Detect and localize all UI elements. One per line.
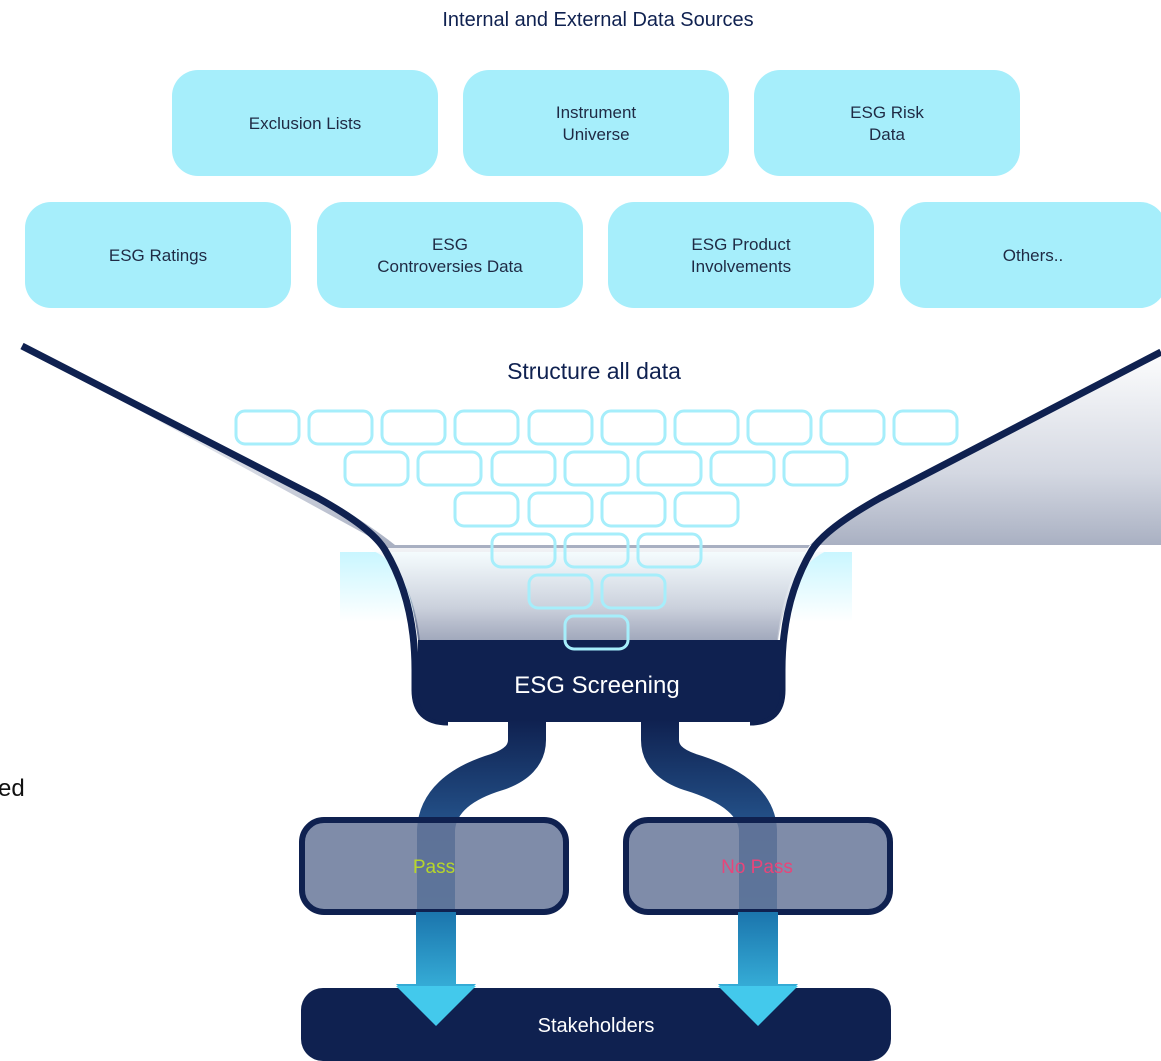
data-brick — [600, 491, 667, 528]
data-brick — [234, 409, 301, 446]
data-brick — [782, 450, 849, 487]
data-brick — [636, 532, 703, 569]
screening-box — [418, 640, 780, 722]
pipe-right — [641, 720, 777, 930]
source-label: ESG Product — [691, 235, 790, 254]
funnel-left-edge — [20, 342, 449, 726]
data-brick — [453, 409, 520, 446]
sources-header: Internal and External Data Sources — [442, 9, 753, 31]
data-brick — [380, 409, 447, 446]
data-brick — [307, 409, 374, 446]
source-box: ESG Ratings — [25, 202, 291, 308]
funnel-right-edge — [749, 348, 1161, 726]
source-label: Controversies Data — [377, 257, 523, 276]
source-label: Exclusion Lists — [249, 114, 361, 133]
data-brick — [490, 532, 557, 569]
arrow-left-tip — [396, 986, 476, 1026]
pass-label: Pass — [413, 857, 455, 878]
data-brick — [343, 450, 410, 487]
source-box: Exclusion Lists — [172, 70, 438, 176]
source-box-bg — [25, 202, 291, 308]
source-label: Data — [869, 125, 905, 144]
source-box-bg — [900, 202, 1161, 308]
source-label: Universe — [562, 125, 629, 144]
data-brick — [636, 450, 703, 487]
data-brick — [453, 491, 520, 528]
source-box: Others.. — [900, 202, 1161, 308]
source-label: Others.. — [1003, 246, 1063, 265]
data-brick — [416, 450, 483, 487]
data-bricks — [234, 409, 959, 651]
source-box: ESG Controversies Data — [317, 202, 583, 308]
data-brick — [746, 409, 813, 446]
no-pass-label: No Pass — [721, 857, 793, 878]
stakeholders-label: Stakeholders — [538, 1015, 655, 1037]
source-box-bg — [608, 202, 874, 308]
data-brick — [600, 409, 667, 446]
source-label: ESG Ratings — [109, 246, 207, 265]
data-brick — [490, 450, 557, 487]
sources-row-2: ESG Ratings ESG Controversies Data ESG Prod… — [25, 202, 1161, 308]
data-brick — [527, 573, 594, 610]
source-box-bg — [317, 202, 583, 308]
data-brick — [600, 573, 667, 610]
data-brick — [563, 614, 630, 651]
arrow-right-tip — [718, 986, 798, 1026]
data-brick — [892, 409, 959, 446]
source-label: Instrument — [556, 103, 637, 122]
source-label: ESG — [432, 235, 468, 254]
cut-off-text: ed — [0, 775, 25, 802]
source-box-bg — [172, 70, 438, 176]
data-brick — [673, 491, 740, 528]
data-brick — [527, 491, 594, 528]
screening-label: ESG Screening — [514, 672, 679, 699]
source-label: Involvements — [691, 257, 791, 276]
funnel-label: Structure all data — [507, 358, 681, 384]
data-brick — [819, 409, 886, 446]
data-brick — [563, 532, 630, 569]
data-brick — [527, 409, 594, 446]
source-label: ESG Risk — [850, 103, 924, 122]
data-brick — [563, 450, 630, 487]
data-brick — [709, 450, 776, 487]
source-box-bg — [463, 70, 729, 176]
source-box-bg — [754, 70, 1020, 176]
data-brick — [673, 409, 740, 446]
pipe-left — [417, 720, 546, 930]
